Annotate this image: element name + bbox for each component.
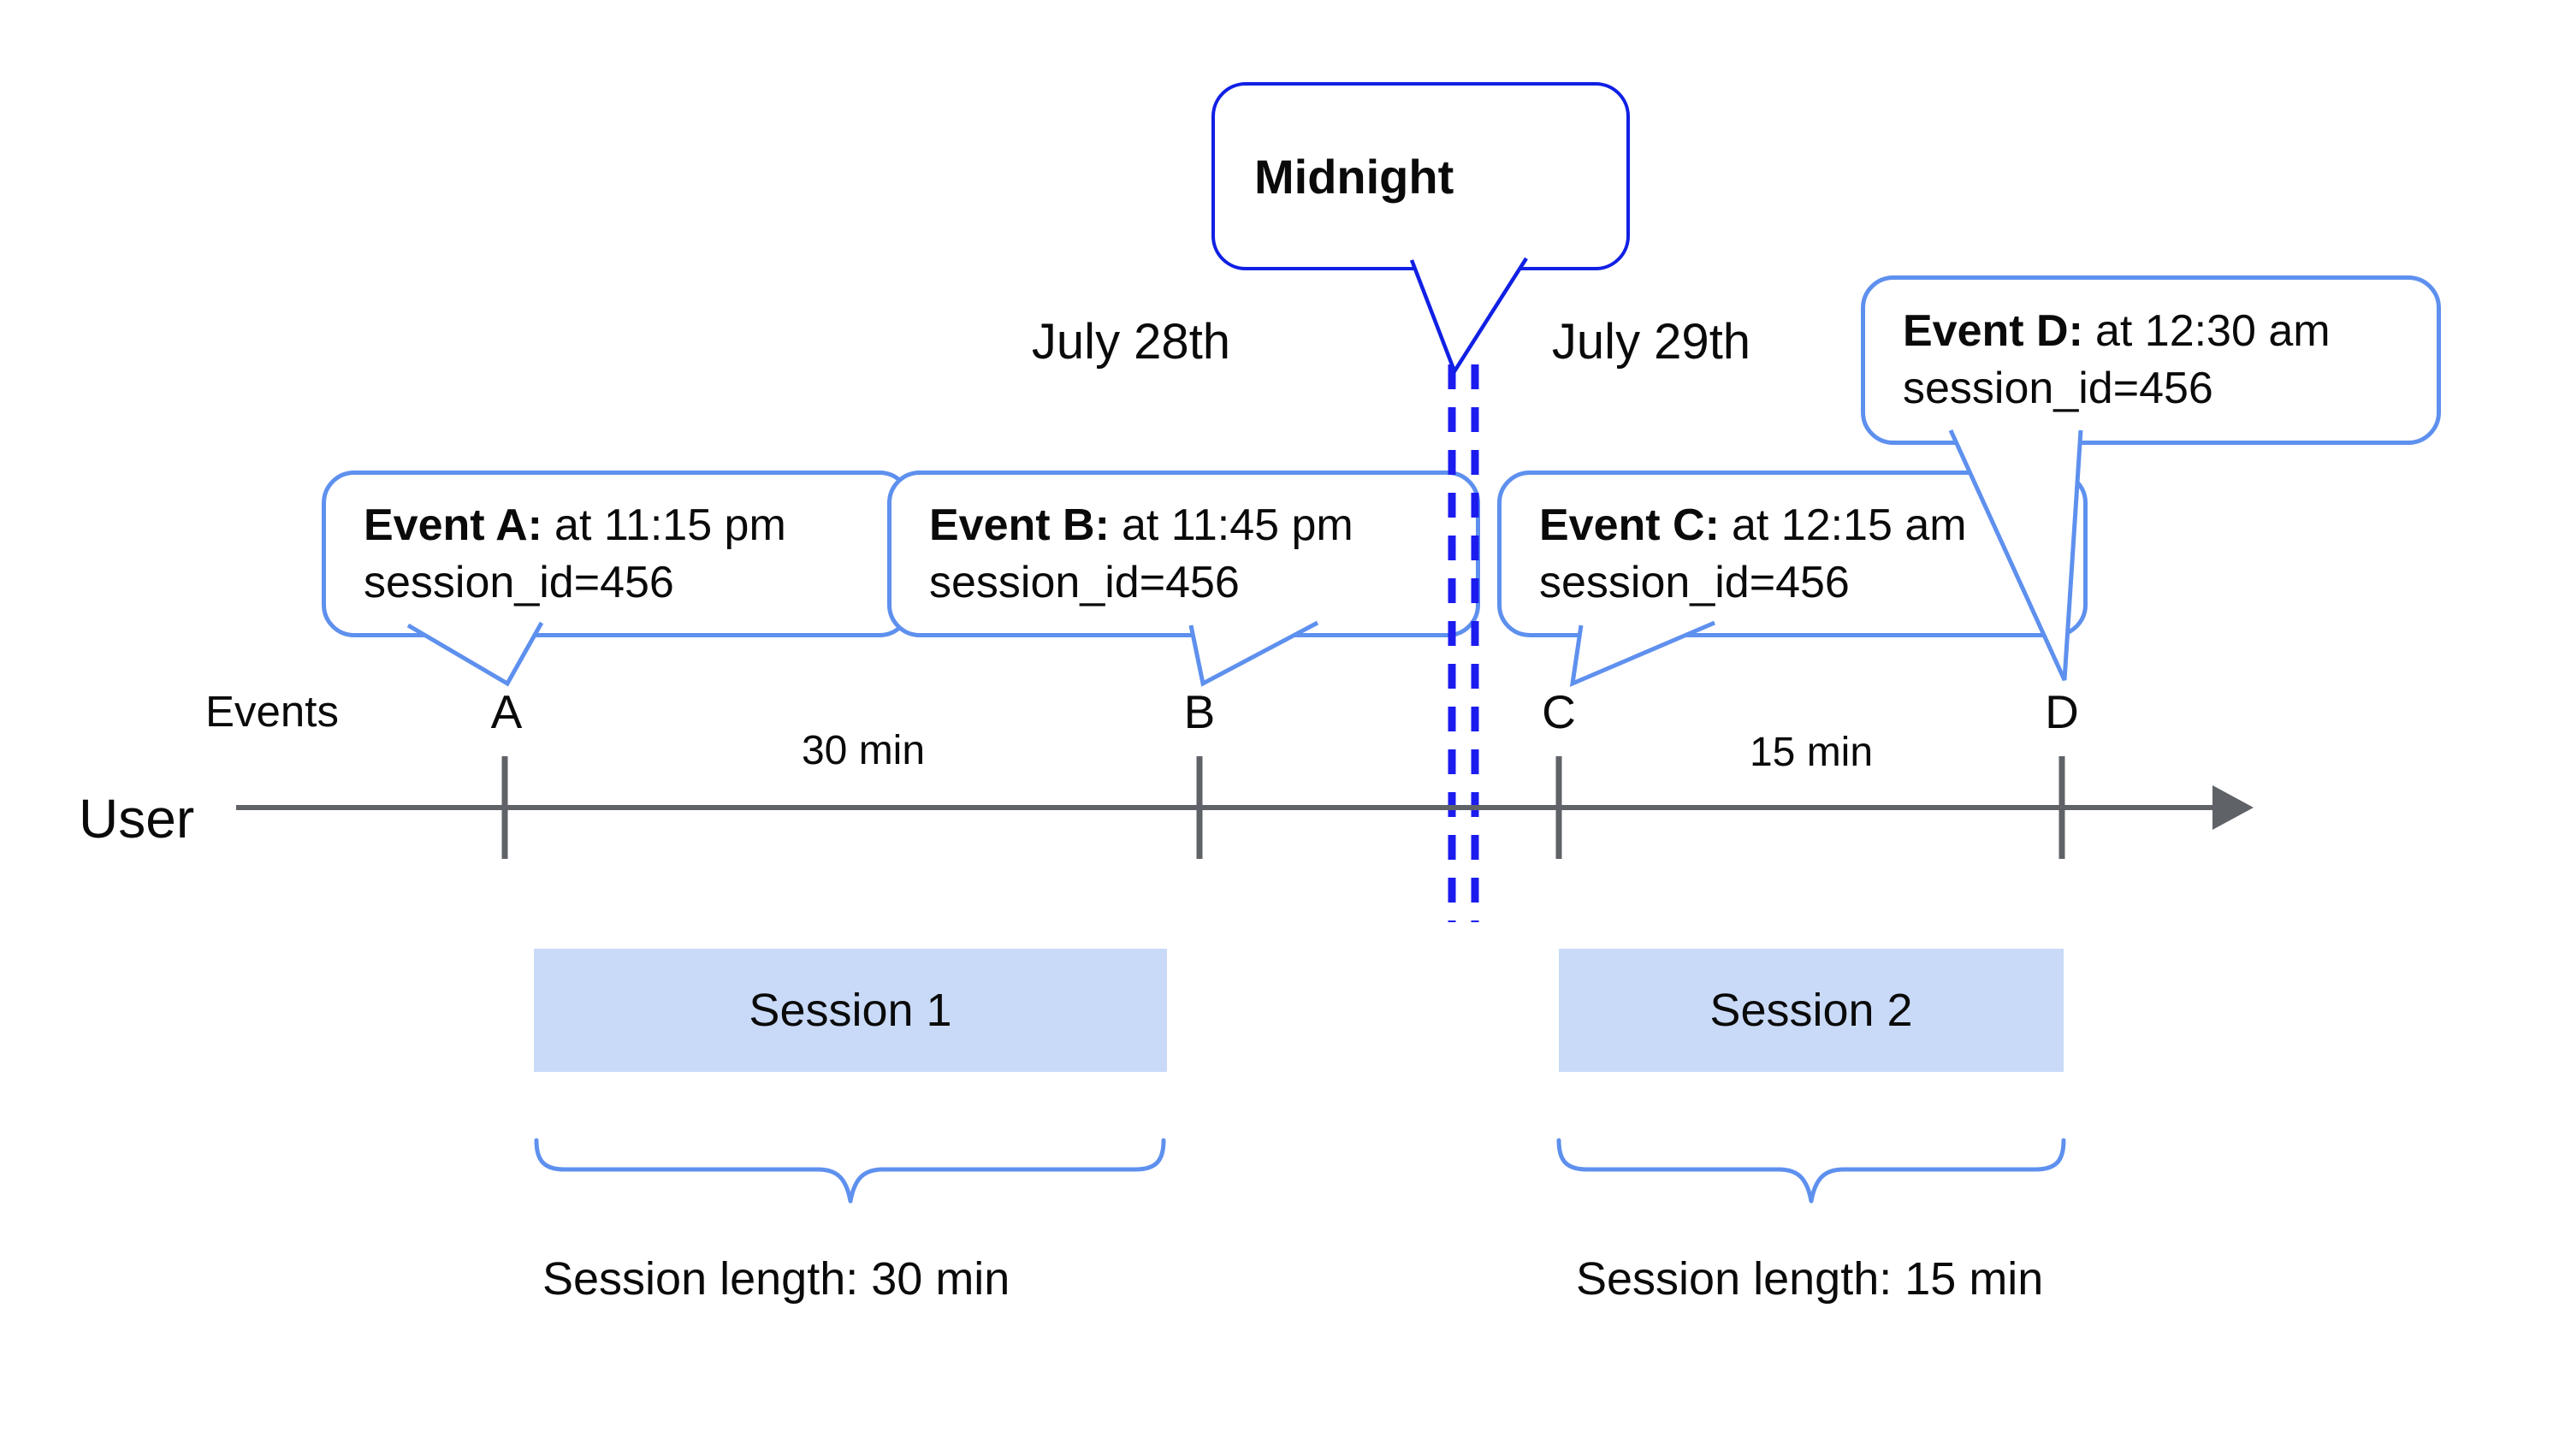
event-d-title: Event D: bbox=[1903, 306, 2083, 356]
event-callout-d-line2: session_id=456 bbox=[1903, 364, 2213, 413]
session-2-box: Session 2 bbox=[1559, 949, 2064, 1072]
date-label-july-28: July 28th bbox=[1031, 314, 1231, 370]
midnight-callout-tail bbox=[1409, 257, 1528, 376]
event-a-time: at 11:15 pm bbox=[554, 500, 786, 550]
event-b-title: Event B: bbox=[929, 500, 1110, 550]
event-marker-label-a: A bbox=[490, 685, 523, 738]
event-marker-label-c: C bbox=[1542, 685, 1576, 738]
event-callout-a-line2: session_id=456 bbox=[364, 557, 674, 607]
session-1-brace bbox=[534, 1138, 1166, 1204]
event-callout-b-line2: session_id=456 bbox=[929, 557, 1240, 607]
timeline-arrowhead-icon bbox=[2212, 785, 2254, 830]
events-axis-label: Events bbox=[205, 687, 339, 736]
session-1-box: Session 1 bbox=[534, 949, 1167, 1072]
event-callout-d-line1: Event D:at 12:30 am bbox=[1903, 303, 2416, 360]
event-b-time: at 11:45 pm bbox=[1121, 500, 1354, 550]
event-callout-b-line1: Event B:at 11:45 pm bbox=[929, 497, 1455, 554]
event-callout-c-line2: session_id=456 bbox=[1539, 557, 1850, 607]
event-c-time: at 12:15 am bbox=[1731, 500, 1967, 550]
event-callout-d: Event D:at 12:30 am session_id=456 bbox=[1861, 275, 2441, 445]
event-a-title: Event A: bbox=[364, 500, 542, 550]
event-callout-c: Event C:at 12:15 am session_id=456 bbox=[1497, 471, 2088, 637]
session-1-label: Session 1 bbox=[749, 985, 952, 1036]
session-2-brace bbox=[1556, 1138, 2066, 1204]
user-axis-label: User bbox=[79, 788, 195, 849]
midnight-label: Midnight bbox=[1254, 149, 1454, 204]
event-d-time: at 12:30 am bbox=[2094, 306, 2331, 356]
date-label-july-29: July 29th bbox=[1551, 314, 1751, 370]
session-1-length-label: Session length: 30 min bbox=[542, 1253, 1010, 1305]
interval-label-30min: 30 min bbox=[801, 728, 926, 773]
session-2-length-label: Session length: 15 min bbox=[1576, 1253, 2044, 1305]
session-2-label: Session 2 bbox=[1709, 985, 1913, 1036]
event-callout-c-line1: Event C:at 12:15 am bbox=[1539, 497, 2063, 554]
event-marker-label-b: B bbox=[1183, 685, 1216, 738]
event-c-title: Event C: bbox=[1539, 500, 1720, 550]
event-callout-a-line1: Event A:at 11:15 pm bbox=[364, 497, 887, 554]
interval-label-15min: 15 min bbox=[1749, 730, 1874, 775]
event-callout-a: Event A:at 11:15 pm session_id=456 bbox=[322, 471, 912, 637]
event-marker-label-d: D bbox=[2045, 685, 2079, 738]
midnight-callout: Midnight bbox=[1211, 82, 1630, 270]
event-callout-b: Event B:at 11:45 pm session_id=456 bbox=[887, 471, 1480, 637]
